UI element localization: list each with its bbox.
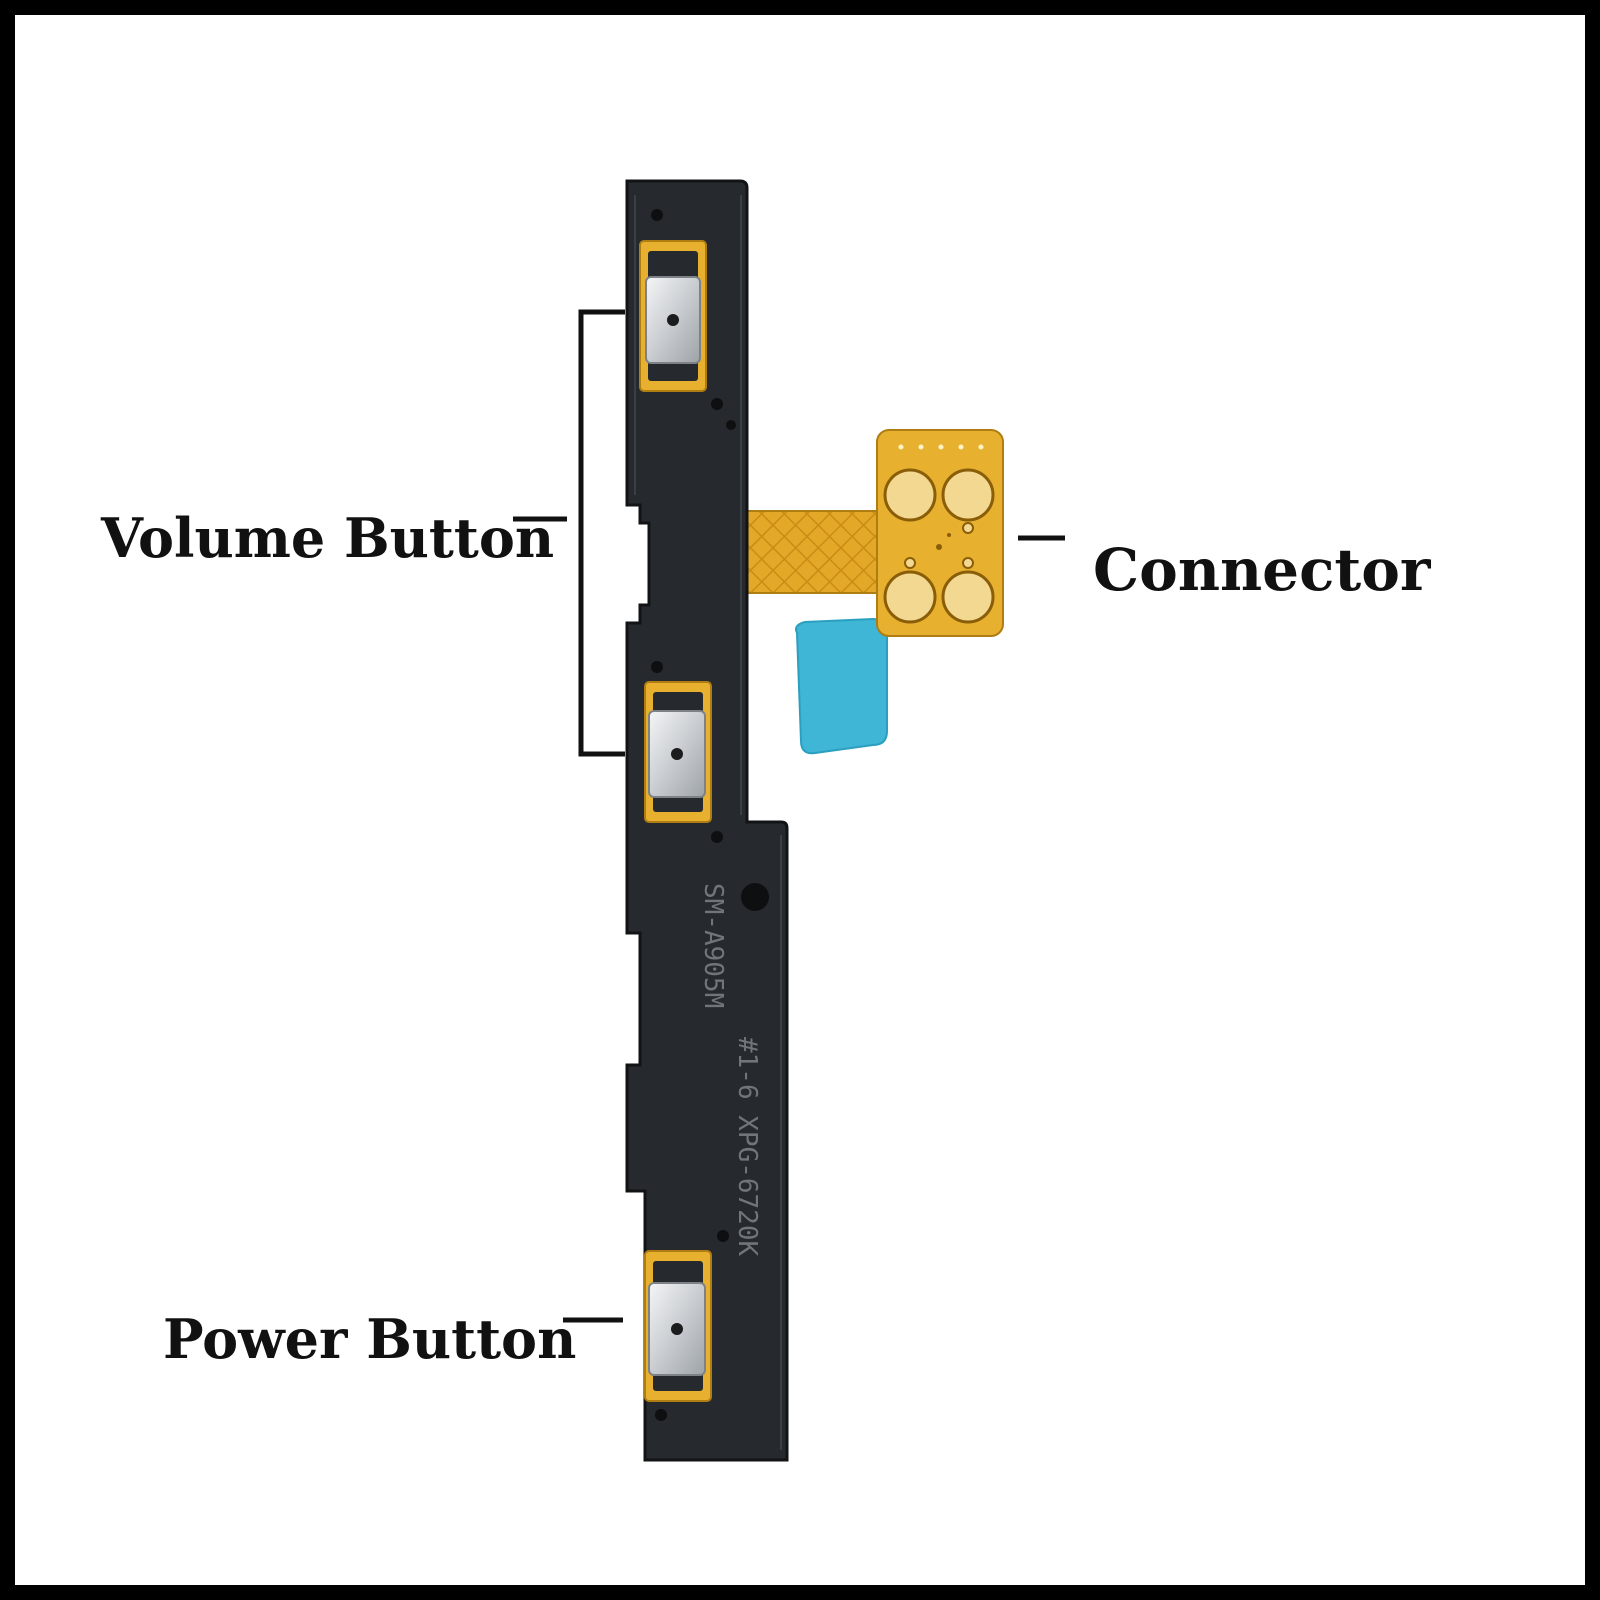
- flex-print-code: #1-6 XPG-6720K: [732, 1037, 762, 1256]
- connector-board: [876, 429, 1004, 637]
- connector-ribbon: [740, 510, 898, 594]
- connector-pad: [883, 557, 937, 624]
- flex-print-model: SM-A905M: [698, 883, 728, 1008]
- connector-pad: [941, 468, 995, 534]
- blue-adhesive-tape: [795, 617, 888, 755]
- volume-bracket: [578, 309, 625, 757]
- photo-canvas: SM-A905M #1-6 XPG-6720K Volume Button Po…: [15, 15, 1585, 1585]
- flex-dots: [651, 209, 769, 1421]
- flex-cable-illustration: SM-A905M #1-6 XPG-6720K: [513, 179, 1065, 1462]
- power-button-label: Power Button: [163, 1307, 577, 1371]
- connector-label: Connector: [1093, 536, 1431, 604]
- power-switch: [644, 1250, 712, 1402]
- volume-down-switch: [644, 681, 712, 823]
- volume-button-label: Volume Button: [101, 506, 555, 570]
- connector-pad: [941, 557, 995, 624]
- connector-pad: [883, 468, 937, 522]
- volume-up-switch: [639, 240, 707, 392]
